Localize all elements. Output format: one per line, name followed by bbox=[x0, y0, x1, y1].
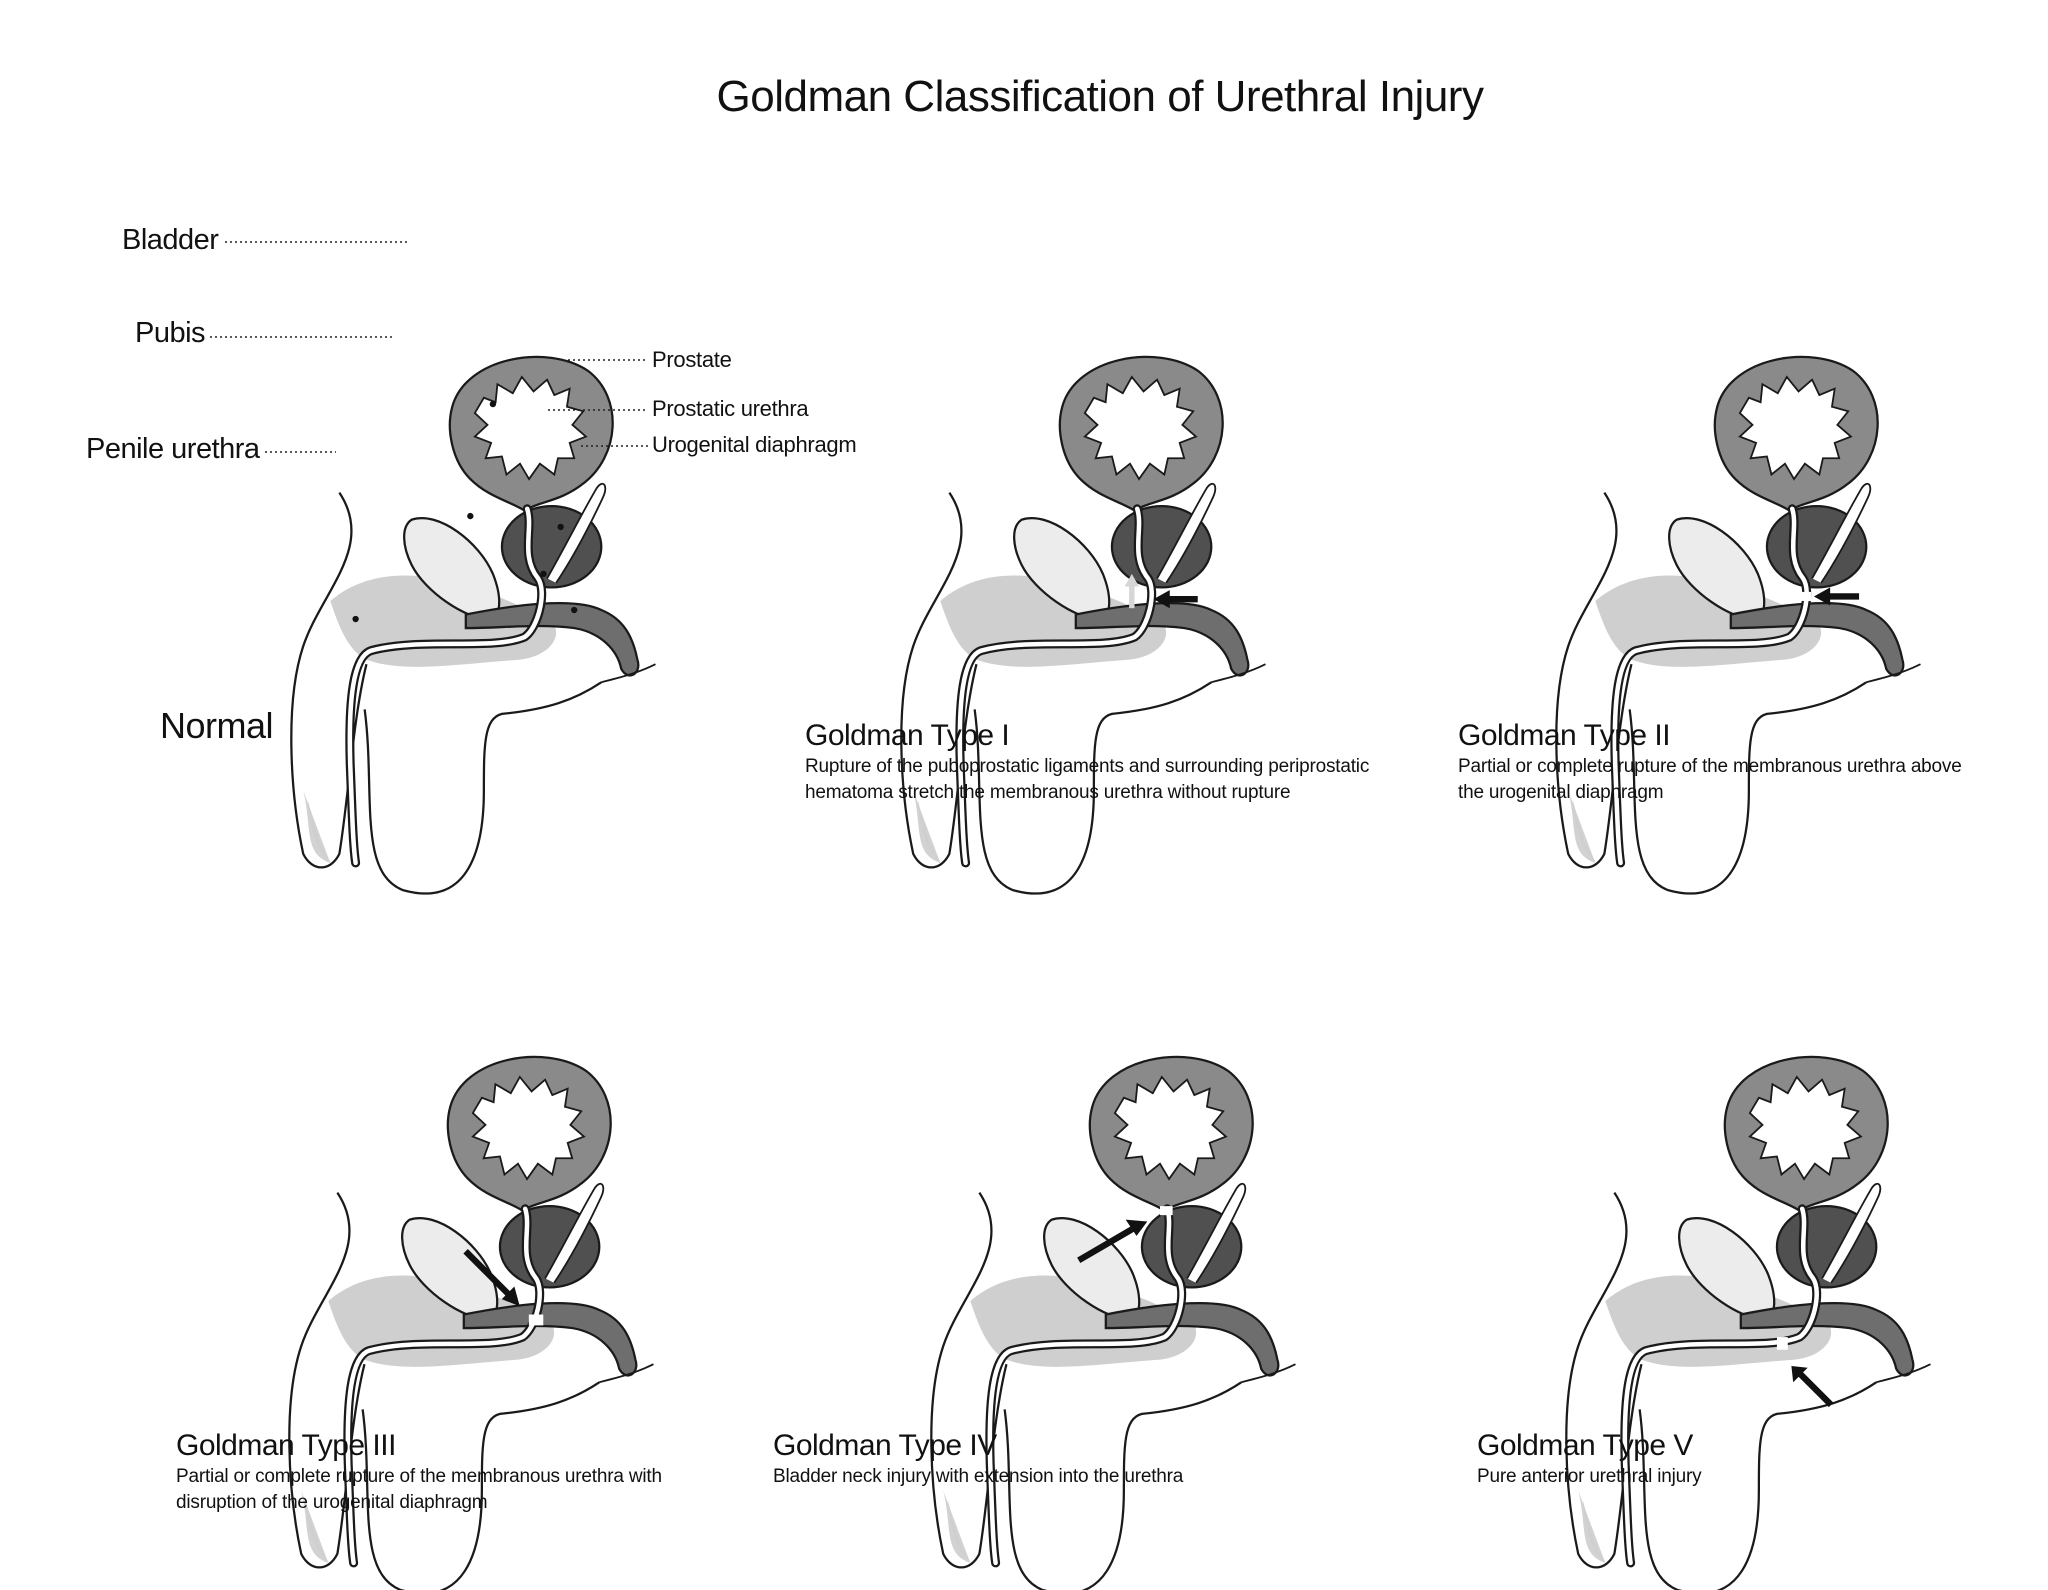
arrow-down-right-icon bbox=[463, 1249, 520, 1307]
type-title: Goldman Type III bbox=[176, 1429, 396, 1462]
arrow-up-right-icon bbox=[1077, 1219, 1148, 1264]
diagram-normal bbox=[250, 330, 790, 890]
diagram-type-4 bbox=[890, 1030, 1430, 1590]
caption-type-3: Goldman Type III Partial or complete rup… bbox=[176, 1428, 662, 1516]
page-title: Goldman Classification of Urethral Injur… bbox=[716, 72, 1484, 121]
type-title: Goldman Type I bbox=[805, 719, 1010, 752]
type-description: Partial or complete rupture of the membr… bbox=[1458, 756, 1962, 803]
type-title: Goldman Type V bbox=[1477, 1429, 1693, 1462]
arrow-left-icon bbox=[1153, 590, 1198, 609]
diagram-type-3 bbox=[248, 1030, 788, 1590]
arrow-left-icon bbox=[1813, 587, 1860, 606]
type-title: Goldman Type II bbox=[1458, 719, 1671, 752]
label-penile-urethra: Penile urethra bbox=[86, 433, 260, 465]
type-description: Partial or complete rupture of the membr… bbox=[176, 1466, 662, 1513]
diagram-type-5 bbox=[1525, 1030, 2048, 1590]
label-prostatic-urethra: Prostatic urethra bbox=[652, 396, 809, 421]
type-title: Goldman Type IV bbox=[773, 1429, 997, 1462]
diagram-type-2 bbox=[1515, 330, 2048, 890]
diagram-type-1 bbox=[860, 330, 1400, 890]
label-prostate: Prostate bbox=[652, 347, 732, 372]
arrow-up-left-icon bbox=[1791, 1366, 1834, 1408]
label-bladder: Bladder bbox=[122, 224, 219, 256]
type-description: Bladder neck injury with extension into … bbox=[773, 1466, 1184, 1487]
caption-type-2: Goldman Type II Partial or complete rupt… bbox=[1458, 718, 1962, 806]
label-pubis: Pubis bbox=[135, 317, 206, 349]
label-urogenital-diaphragm: Urogenital diaphragm bbox=[652, 432, 857, 457]
normal-caption: Normal bbox=[160, 705, 274, 746]
caption-type-5: Goldman Type V Pure anterior urethral in… bbox=[1477, 1428, 1702, 1490]
ghost-arrow-icon bbox=[1124, 573, 1140, 609]
type-description: Pure anterior urethral injury bbox=[1477, 1466, 1702, 1487]
caption-type-4: Goldman Type IV Bladder neck injury with… bbox=[773, 1428, 1183, 1490]
caption-type-1: Goldman Type I Rupture of the puboprosta… bbox=[805, 718, 1369, 806]
type-description: Rupture of the puboprostatic ligaments a… bbox=[805, 756, 1370, 803]
